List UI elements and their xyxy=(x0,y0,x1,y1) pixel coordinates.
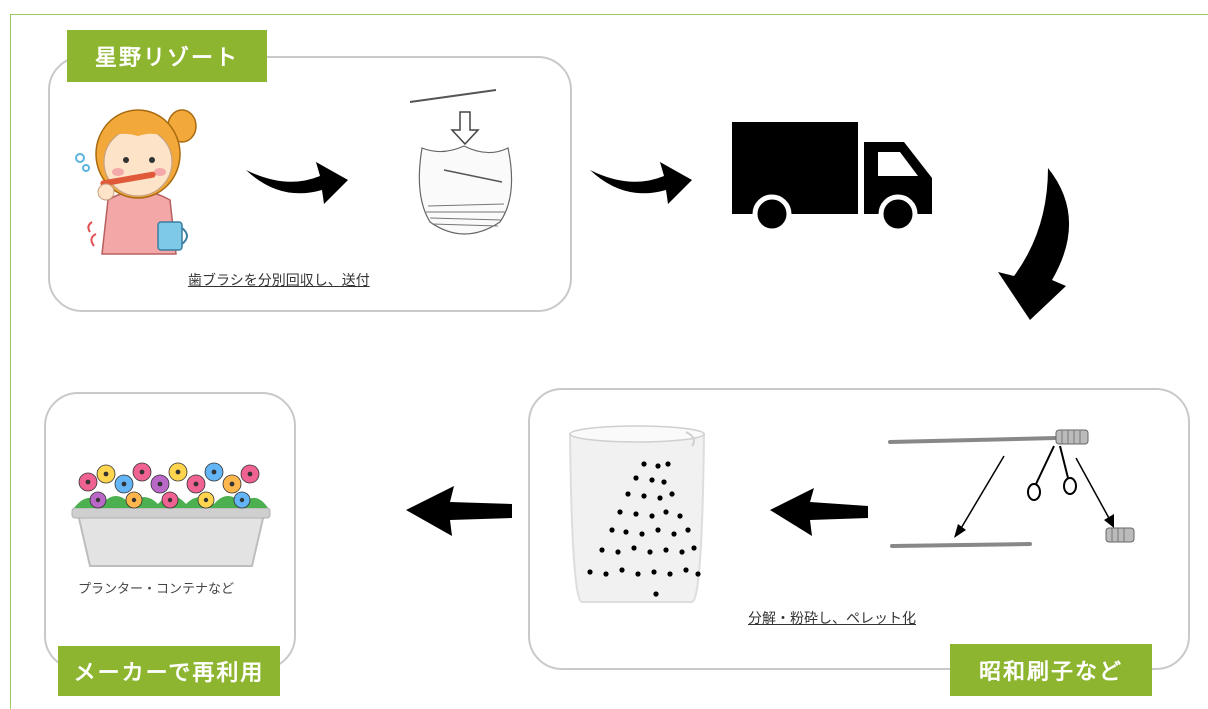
tag-hoshino: 星野リゾート xyxy=(67,30,267,82)
caption-shouwa: 分解・粉砕し、ペレット化 xyxy=(748,608,916,628)
caption-hoshino: 歯ブラシを分別回収し、送付 xyxy=(188,270,370,290)
toothbrush-bag-icon xyxy=(404,86,524,244)
toothbrush-cut-icon xyxy=(884,426,1152,566)
truck-icon xyxy=(732,122,934,232)
tag-maker: メーカーで再利用 xyxy=(58,646,280,696)
tag-shouwa: 昭和刷子など xyxy=(950,644,1152,696)
caption-maker: プランター・コンテナなど xyxy=(78,578,234,597)
arrow-right-icon xyxy=(246,150,350,206)
pellet-beaker-icon xyxy=(566,424,712,606)
arrow-down-icon xyxy=(996,168,1088,322)
arrow-left-icon xyxy=(406,484,512,538)
girl-brushing-teeth-icon xyxy=(72,96,202,256)
flower-planter-icon xyxy=(68,460,274,570)
arrow-right-icon xyxy=(590,150,694,206)
arrow-left-icon xyxy=(770,486,868,538)
